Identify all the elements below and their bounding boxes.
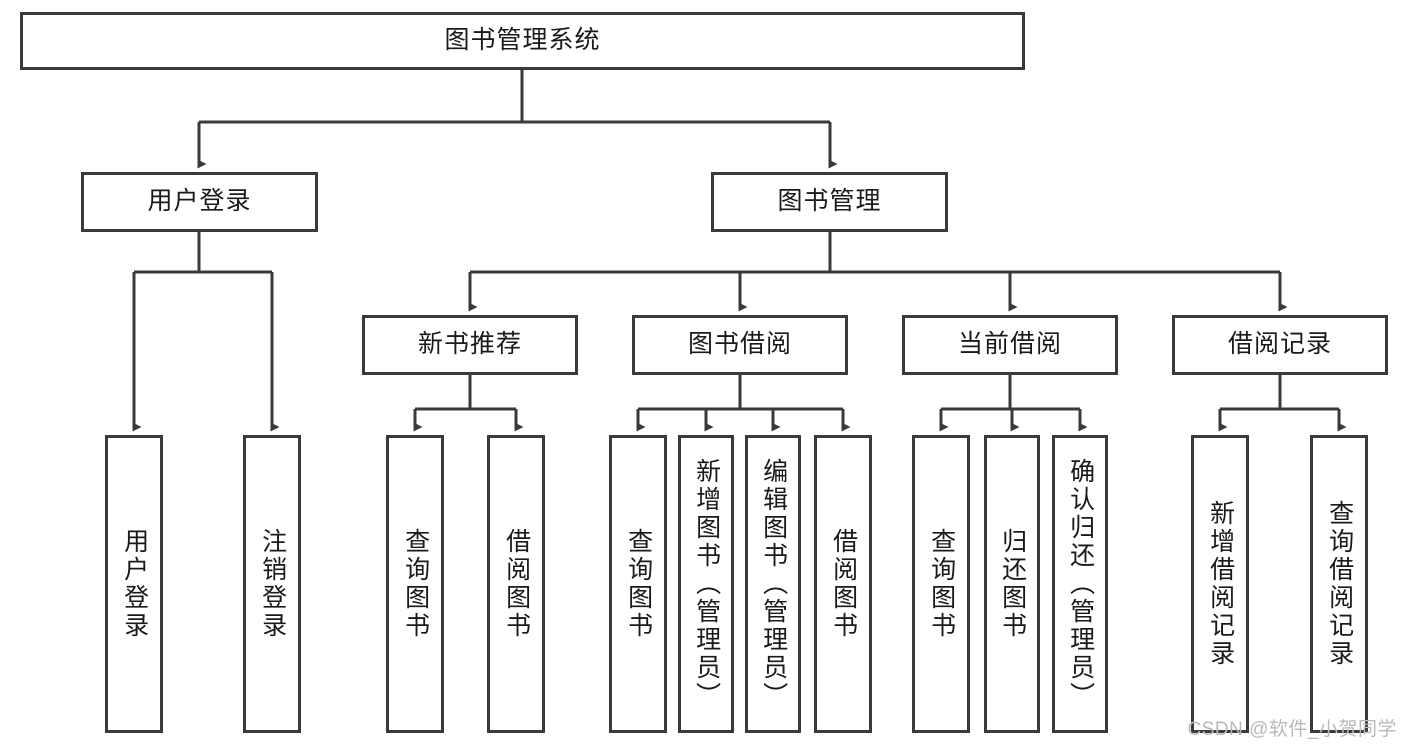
- leaf-return-book-label: 归还图书: [998, 528, 1027, 640]
- leaf-query-book-cur-label: 查询图书: [927, 528, 956, 640]
- node-new-book-rec[interactable]: 新书推荐: [362, 315, 578, 375]
- watermark: CSDN @软件_小贺同学: [1187, 719, 1397, 740]
- leaf-edit-book-label: 编辑图书（管理员）: [759, 458, 788, 710]
- node-borrow-record-label: 借阅记录: [1227, 330, 1332, 359]
- node-current-borrow[interactable]: 当前借阅: [902, 315, 1118, 375]
- leaf-query-record[interactable]: 查询借阅记录: [1310, 435, 1368, 733]
- leaf-add-book-label: 新增图书（管理员）: [692, 458, 721, 710]
- node-book-manage[interactable]: 图书管理: [711, 172, 948, 232]
- leaf-query-book-cur[interactable]: 查询图书: [912, 435, 970, 733]
- node-root[interactable]: 图书管理系统: [20, 12, 1025, 70]
- node-borrow-record[interactable]: 借阅记录: [1172, 315, 1388, 375]
- node-book-borrow-label: 图书借阅: [687, 330, 792, 359]
- node-user-login[interactable]: 用户登录: [81, 172, 318, 232]
- node-book-manage-label: 图书管理: [777, 187, 882, 216]
- leaf-user-login[interactable]: 用户登录: [105, 435, 163, 733]
- leaf-add-record-label: 新增借阅记录: [1206, 500, 1235, 668]
- leaf-confirm-return[interactable]: 确认归还（管理员）: [1052, 435, 1108, 733]
- leaf-query-record-label: 查询借阅记录: [1325, 500, 1354, 668]
- node-book-borrow[interactable]: 图书借阅: [632, 315, 848, 375]
- leaf-query-book-rec-label: 查询图书: [401, 528, 430, 640]
- leaf-borrow-book-label: 借阅图书: [829, 528, 858, 640]
- leaf-user-logout[interactable]: 注销登录: [243, 435, 301, 733]
- leaf-borrow-book-rec-label: 借阅图书: [502, 528, 531, 640]
- node-current-borrow-label: 当前借阅: [957, 330, 1062, 359]
- leaf-query-book-borrow[interactable]: 查询图书: [609, 435, 667, 733]
- leaf-return-book[interactable]: 归还图书: [984, 435, 1040, 733]
- leaf-add-record[interactable]: 新增借阅记录: [1191, 435, 1249, 733]
- leaf-query-book-borrow-label: 查询图书: [624, 528, 653, 640]
- node-root-label: 图书管理系统: [444, 26, 601, 55]
- leaf-borrow-book-rec[interactable]: 借阅图书: [487, 435, 545, 733]
- leaf-user-logout-label: 注销登录: [258, 528, 287, 640]
- leaf-add-book[interactable]: 新增图书（管理员）: [678, 435, 734, 733]
- node-new-book-rec-label: 新书推荐: [417, 330, 522, 359]
- leaf-query-book-rec[interactable]: 查询图书: [386, 435, 444, 733]
- leaf-user-login-label: 用户登录: [120, 528, 149, 640]
- leaf-borrow-book[interactable]: 借阅图书: [814, 435, 872, 733]
- leaf-confirm-return-label: 确认归还（管理员）: [1066, 458, 1095, 710]
- node-user-login-label: 用户登录: [147, 187, 252, 216]
- leaf-edit-book[interactable]: 编辑图书（管理员）: [745, 435, 801, 733]
